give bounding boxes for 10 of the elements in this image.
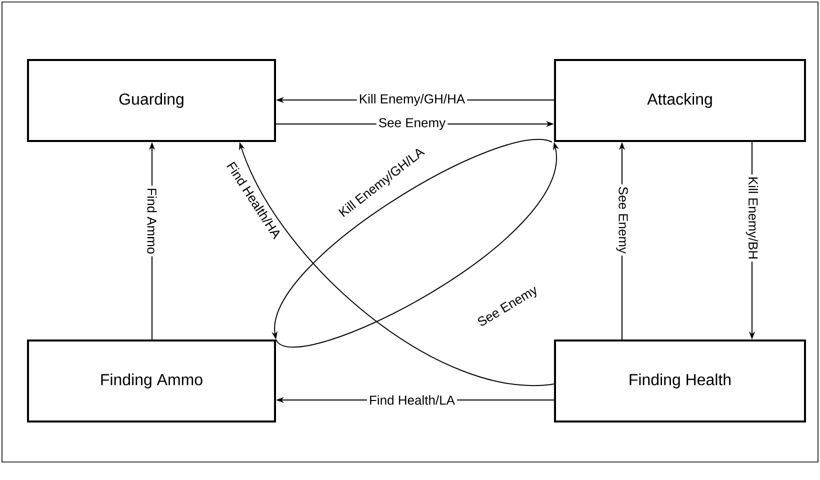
state-box: Finding Ammo: [27, 340, 276, 422]
edge-label: Find Health/LA: [367, 393, 457, 407]
edge-label: Kill Enemy/GH/HA: [356, 92, 468, 108]
state-box: Finding Health: [554, 340, 806, 422]
state-box: Guarding: [27, 59, 276, 142]
edge-label: See Enemy: [614, 184, 630, 256]
edge-label: Find Ammo: [145, 186, 159, 256]
state-box: Attacking: [554, 59, 806, 142]
edge-label: Kill Enemy/BH: [744, 174, 760, 262]
edge-label: See Enemy: [376, 116, 448, 132]
